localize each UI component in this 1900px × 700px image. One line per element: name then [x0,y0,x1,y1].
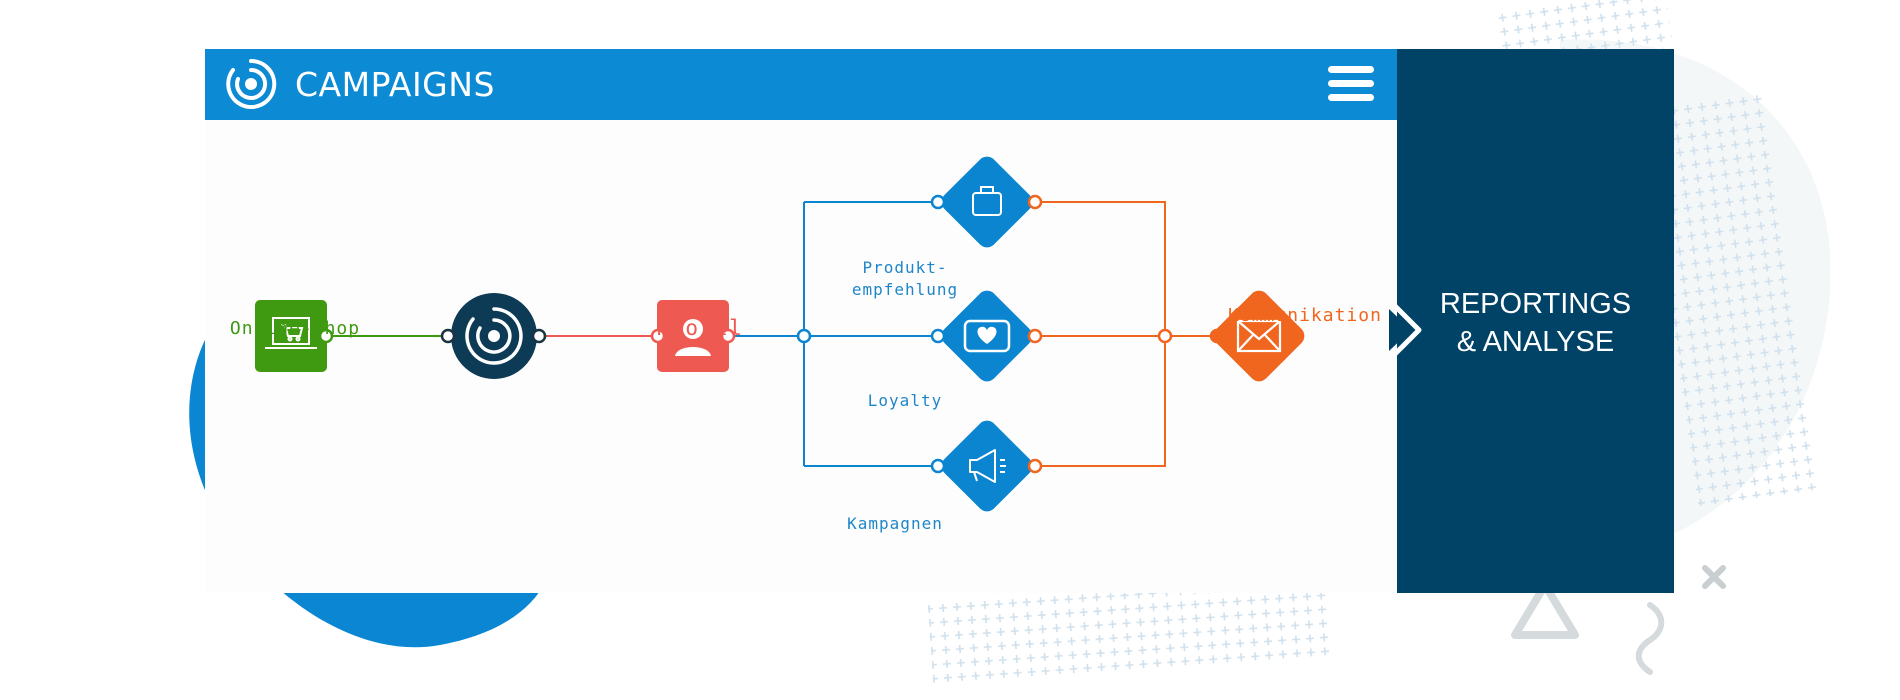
produktempfehlung-label-line2: empfehlung [851,280,959,299]
reportings-analyse-title: REPORTINGS & ANALYSE [1397,285,1674,361]
kommunikation-label: Kommunikation [1228,305,1382,326]
megaphone-icon [969,449,1006,483]
produktempfehlung-label-line1: Produkt- [862,258,948,277]
envelope-icon [1236,319,1282,353]
merge-junction [1157,328,1173,344]
x-shape [1702,565,1726,589]
port-kommunikation-in [1209,328,1225,344]
port-hub-out [531,328,547,344]
port-profil-out [720,328,736,344]
port-kampagnen-in [930,458,946,474]
loyalty-node[interactable] [938,287,1037,386]
kampagnen-node[interactable] [938,417,1037,516]
connector-channels-merge [1035,201,1217,467]
analyse-label: & ANALYSE [1456,326,1615,358]
produktempfehlung-node[interactable] [938,153,1037,252]
campaigns-panel: CAMPAIGNS [205,49,1397,593]
port-profil-in [650,328,666,344]
kampagnen-label: Kampagnen [847,514,943,533]
online-shop-label: Online-Shop [229,318,361,339]
port-kampagnen-out [1027,458,1043,474]
campaigns-window: CAMPAIGNS [205,49,1674,593]
online-shop-node[interactable] [255,300,327,372]
target-icon [226,58,277,109]
port-loyalty-in [930,328,946,344]
triangle-shape [1511,581,1579,639]
shopping-cart-laptop-icon [265,317,317,349]
port-hub-in [440,328,456,344]
chevron-right-icon [1389,304,1422,356]
shopping-bag-icon [972,186,1002,216]
plus-pattern-right [1642,93,1818,507]
user-profile-icon [675,319,711,356]
kommunikation-node[interactable] [1210,287,1309,386]
plus-pattern-bottom [927,571,1333,689]
loyalty-label: Loyalty [867,391,943,410]
port-loyalty-out [1027,328,1043,344]
profil-node[interactable] [657,300,729,372]
reportings-analyse-panel[interactable]: REPORTINGS & ANALYSE [1389,49,1674,593]
connector-split-branches [803,201,938,467]
header-bar: CAMPAIGNS [205,49,1397,120]
port-shop-out [318,328,334,344]
customer-flow-diagram: Online-Shop Profil Produkt- empfehlung L… [205,120,1397,593]
reportings-label: REPORTINGS [1439,288,1632,320]
page-title: CAMPAIGNS [295,65,495,104]
hamburger-menu-icon[interactable] [1328,66,1374,102]
heart-card-icon [963,319,1011,353]
target-icon [465,307,523,365]
port-produkt-in [930,194,946,210]
port-produkt-out [1027,194,1043,210]
profil-label: Profil [656,316,744,340]
hub-node[interactable] [451,293,537,379]
flow-connectors [255,153,1309,516]
split-junction [796,328,812,344]
squiggle-shape [1635,602,1665,675]
